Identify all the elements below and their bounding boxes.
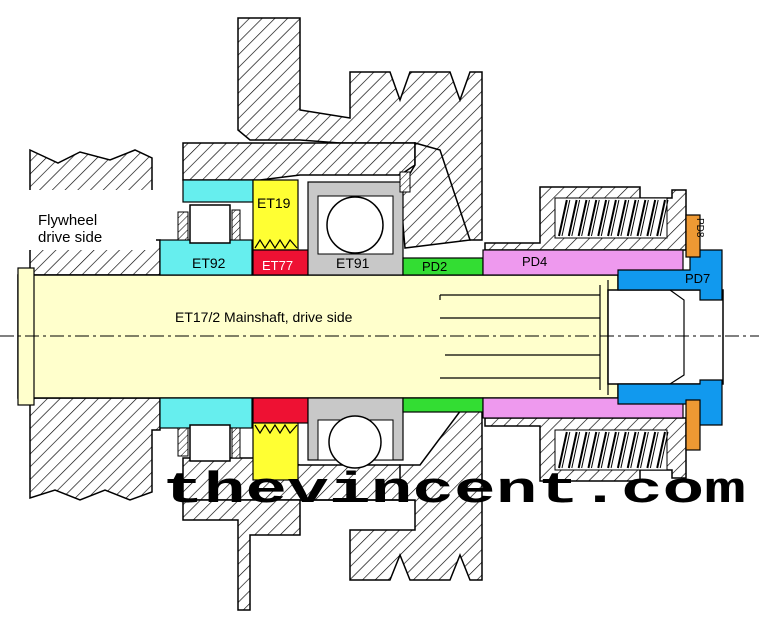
spring-coil [558, 199, 568, 237]
shaft-end-nut [607, 289, 724, 385]
label-flywheel-line1: Flywheel [38, 212, 97, 229]
label-flywheel-line2: drive side [38, 229, 102, 246]
spring-coil [600, 199, 610, 237]
spring-coil [620, 431, 630, 469]
spring-coil [597, 431, 608, 469]
spring-coil [616, 431, 627, 469]
spring-coil [581, 199, 590, 237]
watermark: thevincent.com [162, 466, 746, 516]
spring-coil [656, 431, 666, 469]
sprocket-boss-upper [399, 142, 472, 249]
spring-coil [630, 431, 640, 469]
spring-coil [558, 431, 568, 469]
label-pd8: PD8 [694, 218, 705, 238]
spring-coil [616, 199, 627, 237]
spring-coil [600, 431, 610, 469]
et92-hatch2-upper [231, 209, 241, 241]
label-mainshaft: ET17/2 Mainshaft, drive side [175, 309, 353, 325]
pd8-lower [685, 399, 701, 451]
et19-upper [252, 179, 299, 251]
spring-coil [587, 431, 598, 469]
spring-coil [567, 199, 578, 237]
et91-ball-lower [328, 415, 382, 469]
label-et19: ET19 [257, 195, 291, 211]
spring-coil [649, 199, 659, 237]
label-et91: ET91 [336, 255, 370, 271]
spring-coil [597, 199, 608, 237]
label-pd2: PD2 [422, 259, 447, 274]
spring-coil [561, 199, 571, 237]
spring-coil [581, 431, 590, 469]
spring-coil [571, 199, 581, 237]
spring-coil [610, 431, 620, 469]
spring-coil [649, 431, 659, 469]
spring-coil [646, 431, 657, 469]
et92-roller-lower [189, 424, 231, 462]
et19-teeth-lower [254, 423, 298, 435]
et77-lower [252, 397, 309, 424]
spring-upper-coils [558, 199, 669, 237]
spring-coil [646, 199, 657, 237]
spring-coil [659, 431, 669, 469]
et92-hatch-lower [177, 427, 189, 457]
sprocket-upper [237, 17, 483, 241]
et77-upper [252, 249, 309, 276]
spring-coil [571, 431, 581, 469]
et92-cyan-upper [182, 179, 254, 203]
label-et92: ET92 [192, 255, 226, 271]
spring-coil [590, 199, 600, 237]
spring-lower-coils [558, 431, 669, 469]
et92-upper [159, 239, 253, 276]
spring-coil [640, 431, 649, 469]
et91-washer-upper [399, 171, 411, 193]
spring-coil [636, 199, 647, 237]
flywheel-label-bg [24, 190, 156, 250]
spring-coil [626, 431, 637, 469]
spring-coil [610, 199, 620, 237]
et92-hatch-upper [177, 211, 189, 241]
pd4-upper [482, 249, 684, 276]
spring-coil [626, 199, 637, 237]
spring-coil [607, 199, 617, 237]
pd8-upper [685, 214, 701, 258]
spring-coil [640, 199, 649, 237]
shaft-end-nut-chamfer [669, 289, 685, 385]
label-pd7: PD7 [685, 271, 710, 286]
spring-coil [607, 431, 617, 469]
et91-ball-upper [326, 196, 384, 254]
et92-lower [159, 397, 253, 429]
spring-coil [577, 431, 588, 469]
spring-coil [620, 199, 630, 237]
spring-coil [659, 199, 669, 237]
label-pd4: PD4 [522, 254, 547, 269]
et92-roller-upper [189, 204, 231, 244]
spring-coil [577, 199, 588, 237]
pd2-lower [402, 397, 484, 413]
label-et77: ET77 [262, 258, 293, 273]
spring-coil [587, 199, 598, 237]
spring-coil [590, 431, 600, 469]
spring-coil [630, 199, 640, 237]
spring-coil [561, 431, 571, 469]
spring-coil [656, 199, 666, 237]
housing-upper-inner [182, 142, 416, 181]
spring-coil [567, 431, 578, 469]
flywheel-lower [29, 397, 161, 501]
spring-coil [636, 431, 647, 469]
et92-hatch2-lower [231, 427, 241, 459]
et19-teeth-upper [254, 238, 298, 250]
pd7-upper [617, 249, 723, 301]
